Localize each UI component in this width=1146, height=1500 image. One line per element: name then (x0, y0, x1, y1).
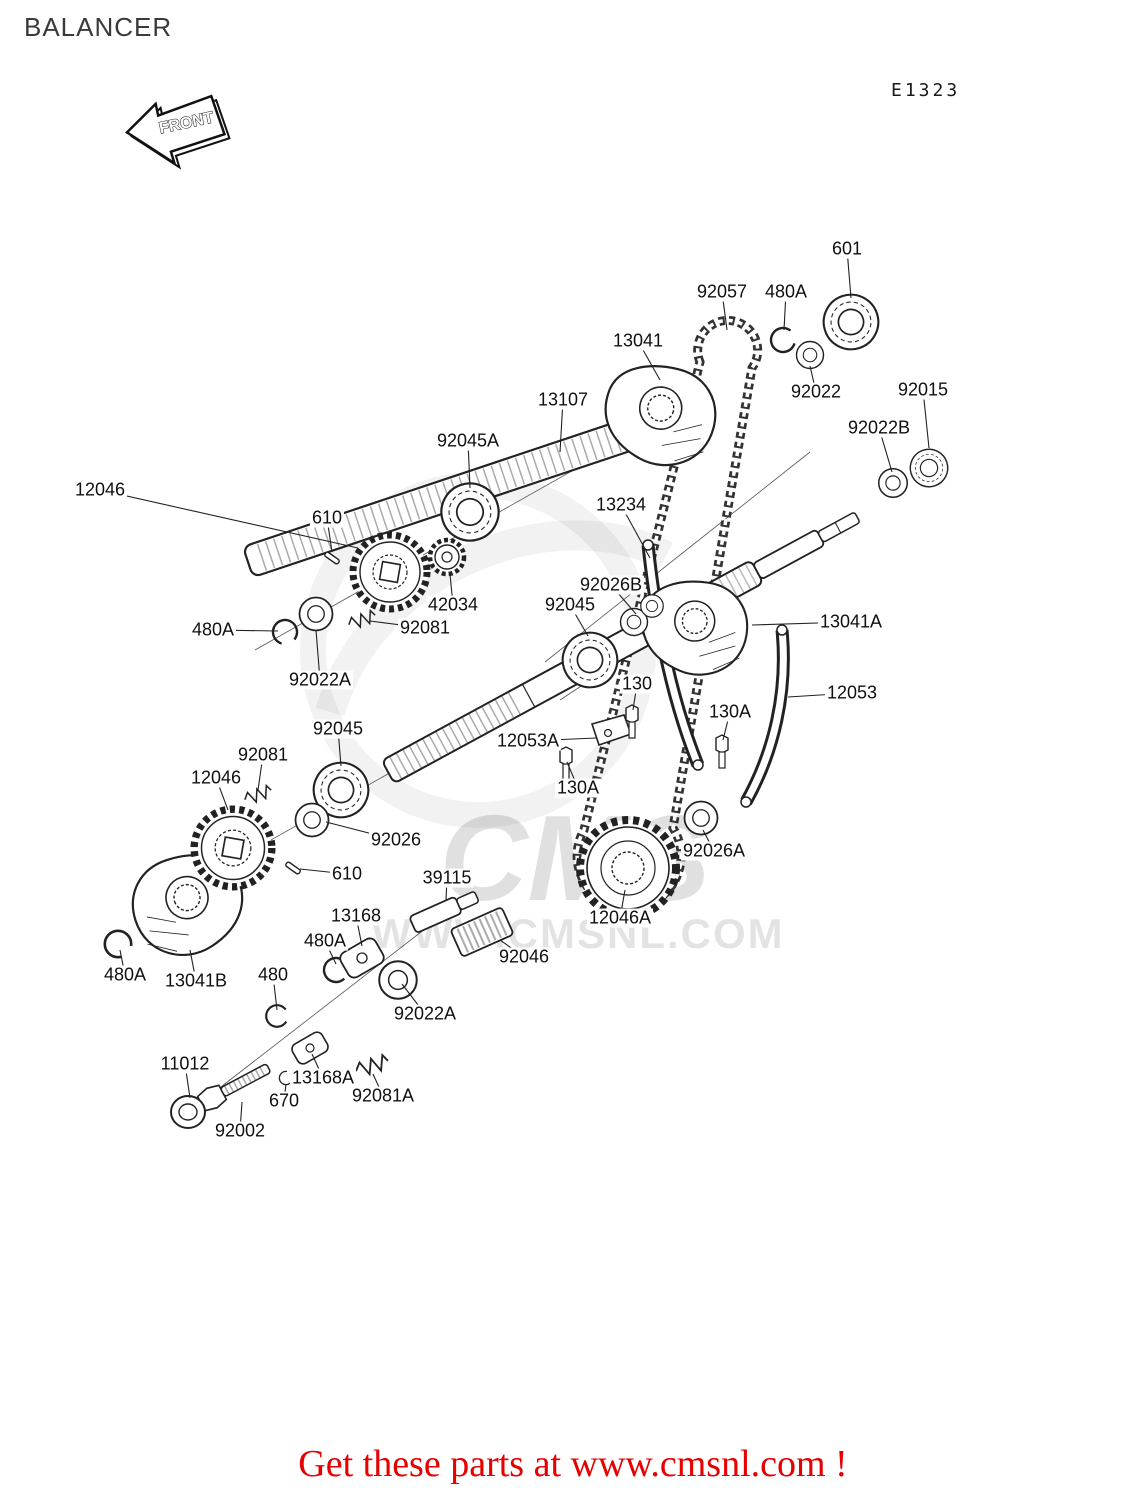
stopper-plate-13168 (339, 937, 385, 979)
part-label-92045[interactable]: 92045 (542, 594, 598, 615)
stopper-plate-13168a (291, 1031, 329, 1065)
shaft-bolt-92002 (196, 1063, 271, 1112)
part-label-42034[interactable]: 42034 (425, 594, 481, 615)
part-label-92022A[interactable]: 92022A (286, 669, 354, 690)
part-label-92026[interactable]: 92026 (368, 829, 424, 850)
part-label-12053A[interactable]: 12053A (494, 730, 562, 751)
footer-link[interactable]: Get these parts at www.cmsnl.com ! (298, 1443, 848, 1485)
page-title: BALANCER (24, 12, 173, 42)
part-label-130[interactable]: 130 (619, 673, 655, 694)
part-label-92026B[interactable]: 92026B (577, 574, 645, 595)
part-label-13041B[interactable]: 13041B (162, 970, 230, 991)
diagram-code: E1323 (891, 80, 961, 101)
front-arrow: FRONT (125, 94, 231, 170)
part-label-13168A[interactable]: 13168A (289, 1067, 357, 1088)
part-label-92046[interactable]: 92046 (496, 946, 552, 967)
pin-610-lower (285, 861, 301, 875)
part-label-11012[interactable]: 11012 (158, 1053, 212, 1074)
part-label-610[interactable]: 610 (309, 507, 345, 528)
part-label-92002[interactable]: 92002 (212, 1120, 268, 1141)
part-label-130A[interactable]: 130A (554, 777, 602, 798)
part-label-480[interactable]: 480 (255, 964, 291, 985)
part-label-92045A[interactable]: 92045A (434, 430, 502, 451)
part-label-92015[interactable]: 92015 (895, 379, 951, 400)
part-label-601[interactable]: 601 (829, 238, 865, 259)
pin-610-upper (324, 551, 340, 565)
part-label-480A[interactable]: 480A (762, 281, 810, 302)
part-label-92026A[interactable]: 92026A (680, 840, 748, 861)
part-label-130A[interactable]: 130A (706, 701, 754, 722)
part-label-610[interactable]: 610 (329, 863, 365, 884)
part-label-92081[interactable]: 92081 (397, 617, 453, 638)
part-label-92022A[interactable]: 92022A (391, 1003, 459, 1024)
part-label-92022B[interactable]: 92022B (845, 417, 913, 438)
cap-11012 (170, 1095, 206, 1129)
part-label-480A[interactable]: 480A (301, 930, 349, 951)
part-label-92081A[interactable]: 92081A (349, 1085, 417, 1106)
part-label-13041[interactable]: 13041 (610, 330, 666, 351)
part-label-92081[interactable]: 92081 (235, 744, 291, 765)
part-label-13041A[interactable]: 13041A (817, 611, 885, 632)
part-label-12046[interactable]: 12046 (188, 767, 244, 788)
part-label-13168[interactable]: 13168 (328, 905, 384, 926)
needle-bearing-92046 (450, 907, 514, 957)
part-label-13107[interactable]: 13107 (535, 389, 591, 410)
coupling-gear-42034 (427, 537, 467, 577)
leader-line-92015 (922, 389, 930, 449)
part-label-12046[interactable]: 12046 (72, 479, 128, 500)
idler-shaft-39115 (409, 891, 479, 933)
part-label-39115[interactable]: 39115 (420, 867, 474, 888)
part-label-12046A[interactable]: 12046A (586, 907, 654, 928)
part-label-92057[interactable]: 92057 (694, 281, 750, 302)
part-label-670[interactable]: 670 (266, 1090, 302, 1111)
chain-guide-12053 (740, 624, 790, 808)
part-label-12053[interactable]: 12053 (824, 682, 880, 703)
part-label-480A[interactable]: 480A (189, 619, 237, 640)
part-label-480A[interactable]: 480A (101, 964, 149, 985)
part-label-13234[interactable]: 13234 (593, 494, 649, 515)
balancer-sprocket-12046a (576, 816, 680, 920)
part-label-92045[interactable]: 92045 (310, 718, 366, 739)
leader-line-12046 (99, 489, 359, 549)
part-label-92022[interactable]: 92022 (788, 381, 844, 402)
